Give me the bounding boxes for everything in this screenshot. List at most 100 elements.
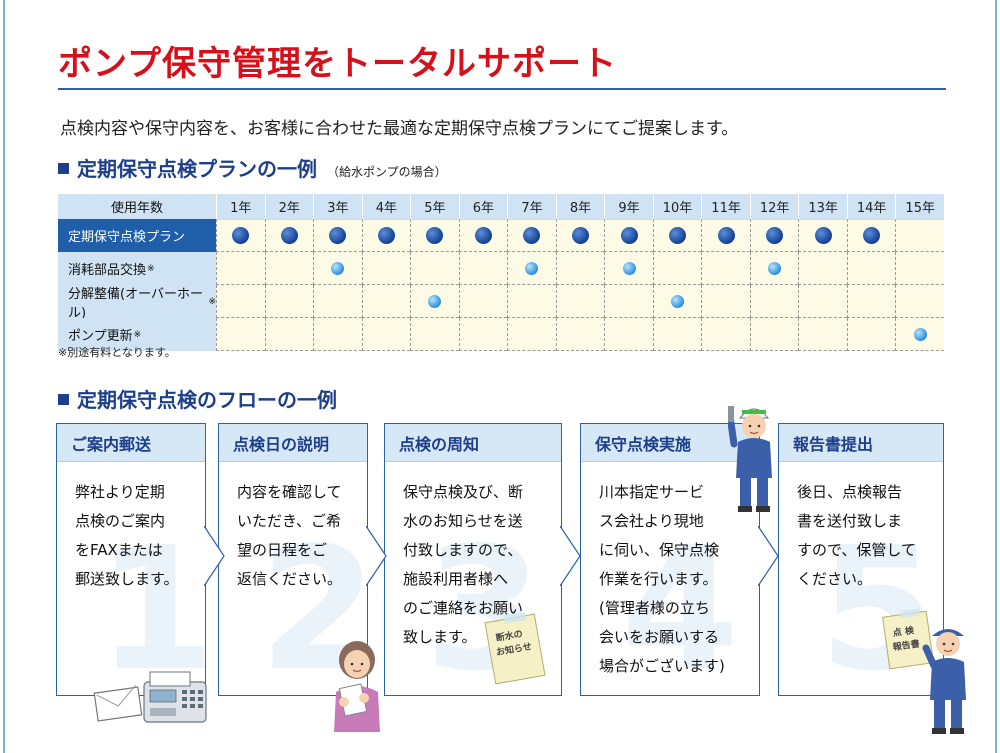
inspection-dot-icon (329, 227, 347, 244)
plan-cell (216, 318, 265, 351)
plan-cell (798, 318, 847, 351)
inspection-dot-icon (814, 227, 832, 244)
plan-cell (555, 285, 605, 318)
plan-cell (895, 318, 944, 351)
flow-step-title: 点検日の説明 (219, 424, 367, 462)
report-sign-line1: 点 検 (892, 624, 916, 639)
flow-heading: 定期保守点検のフローの一例 (58, 384, 337, 413)
year-header-2: 2年 (264, 194, 314, 219)
inspection-dot-icon (620, 227, 638, 244)
plan-cell (216, 252, 265, 285)
year-header-15: 15年 (895, 194, 944, 219)
plan-heading-text: 定期保守点検プランの一例 (77, 157, 317, 181)
plan-cell (798, 219, 847, 252)
plan-cell (458, 252, 508, 285)
flow-heading-text: 定期保守点検のフローの一例 (77, 388, 337, 412)
flow-step-body: 後日、点検報告 書を送付致しま すので、保管して ください。 (797, 483, 916, 588)
plan-cell (604, 285, 653, 318)
intro-text: 点検内容や保守内容を、お客様に合わせた最適な定期保守点検プランにてご提案します。 (60, 119, 739, 139)
plan-cell (264, 285, 314, 318)
service-dot-icon (671, 294, 685, 308)
svg-text:点 検: 点 検 (892, 624, 916, 639)
service-dot-icon (525, 261, 539, 275)
inspection-dot-icon (523, 227, 541, 244)
inspection-dot-icon (766, 227, 784, 244)
year-header-12: 12年 (749, 194, 799, 219)
plan-cell (895, 285, 944, 318)
plan-cell (604, 252, 653, 285)
plan-cell (846, 318, 896, 351)
year-header-14: 14年 (846, 194, 896, 219)
plan-cell (264, 252, 314, 285)
notice-paper-icon: 断水の お知らせ (484, 612, 546, 685)
plan-cell (361, 318, 411, 351)
plan-cell (701, 252, 750, 285)
year-header-6: 6年 (458, 194, 508, 219)
flow-step-body: 保守点検及び、断 水のお知らせを送 付致しますので、 施設利用者様へ のご連絡を… (403, 483, 524, 646)
plan-row-label: 分解整備(オーバーホール)※ (58, 285, 216, 321)
plan-cell (313, 285, 362, 318)
plan-cell (652, 219, 702, 252)
plan-cell (701, 219, 750, 252)
year-header-8: 8年 (555, 194, 605, 219)
year-header-5: 5年 (410, 194, 459, 219)
flow-step-body: 川本指定サービ ス会社より現地 に伺い、保守点検 作業を行います。 (管理者様の… (599, 483, 725, 675)
service-dot-icon (768, 261, 782, 275)
plan-cell (507, 285, 556, 318)
page-title: ポンプ保守管理をトータルサポート (58, 44, 617, 84)
plan-cell (410, 252, 459, 285)
plan-cell (507, 318, 556, 351)
plan-cell (895, 252, 944, 285)
year-header-13: 13年 (798, 194, 847, 219)
plan-row-label: ポンプ更新※ (58, 318, 216, 351)
inspection-dot-icon (280, 227, 298, 244)
plan-cell (361, 252, 411, 285)
plan-cell (652, 285, 702, 318)
plan-row-1: 定期保守点検プラン (58, 219, 944, 252)
worker-with-report-icon: 点 検 報告書 (882, 608, 966, 734)
service-dot-icon (331, 261, 345, 275)
year-header-3: 3年 (313, 194, 362, 219)
plan-cell (410, 219, 459, 252)
plan-cell (216, 219, 265, 252)
inspection-dot-icon (571, 227, 589, 244)
plan-cell (313, 219, 362, 252)
plan-row-label: 定期保守点検プラン (58, 219, 216, 252)
plan-cell (798, 285, 847, 318)
report-sign-line2: 報告書 (892, 637, 920, 653)
plan-cell (555, 219, 605, 252)
plan-row-2: 消耗部品交換※ (58, 252, 944, 285)
square-bullet-icon (58, 394, 69, 405)
plan-cell (458, 318, 508, 351)
plan-cell (749, 318, 799, 351)
svg-text:報告書: 報告書 (892, 637, 920, 653)
inspection-dot-icon (232, 227, 250, 244)
inspection-dot-icon (474, 227, 492, 244)
flow-step-title: ご案内郵送 (57, 424, 205, 462)
plan-cell (701, 318, 750, 351)
inspection-dot-icon (669, 227, 687, 244)
flow-step-number: 4 (621, 511, 740, 709)
year-header-4: 4年 (361, 194, 411, 219)
flow-step-title: 点検の周知 (385, 424, 561, 462)
flow-arrow-icon (560, 526, 581, 586)
plan-cell (555, 252, 605, 285)
plan-cell (264, 219, 314, 252)
year-header-11: 11年 (701, 194, 750, 219)
inspection-dot-icon (717, 227, 735, 244)
inspection-dot-icon (377, 227, 395, 244)
year-header-10: 10年 (652, 194, 702, 219)
plan-cell (361, 219, 411, 252)
plan-cell (652, 318, 702, 351)
service-dot-icon (622, 261, 636, 275)
plan-cell (264, 318, 314, 351)
plan-cell (846, 285, 896, 318)
plan-cell (749, 285, 799, 318)
flow-arrow-icon (366, 526, 387, 586)
inspection-dot-icon (426, 227, 444, 244)
flow-step-title: 報告書提出 (779, 424, 943, 462)
flow-arrow-icon (758, 526, 779, 586)
